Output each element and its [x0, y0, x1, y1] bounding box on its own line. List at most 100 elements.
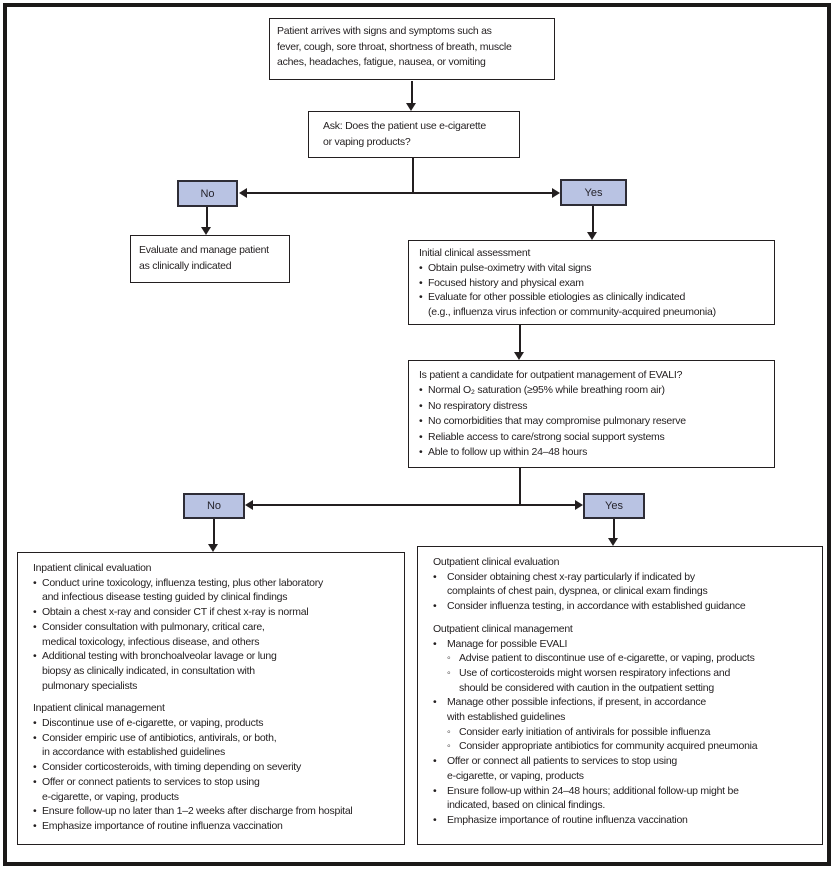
list-item-text: Manage other possible infections, if pre… [447, 696, 706, 724]
flow-line [613, 519, 615, 539]
arrow-right-icon [552, 188, 560, 198]
list-item: • No comorbidities that may compromise p… [419, 414, 766, 429]
list-item-text: Offer or connect patients to services to… [42, 775, 260, 803]
sub-bullet-icon: ◦ [447, 666, 451, 679]
sub-bullet-icon: ◦ [447, 740, 451, 753]
list-item-text: Ensure follow-up no later than 1–2 weeks… [42, 805, 353, 818]
list-item: • Ensure follow-up within 24–48 hours; a… [433, 784, 814, 813]
flow-line [411, 81, 413, 104]
bullet-icon: • [433, 755, 437, 768]
bullet-icon: • [433, 570, 437, 583]
list-item-text: Able to follow up within 24–48 hours [428, 446, 588, 459]
list-item-text: Focused history and physical exam [428, 276, 584, 289]
arrow-down-icon [514, 352, 524, 360]
flow-line [213, 519, 215, 545]
arrow-left-icon [239, 188, 247, 198]
bullet-icon: • [419, 261, 423, 274]
list-item: • Additional testing with bronchoalveola… [33, 649, 396, 693]
bullet-icon: • [33, 805, 37, 818]
bullet-icon: • [433, 696, 437, 709]
bullet-icon: • [419, 276, 423, 289]
bullet-icon: • [33, 731, 37, 744]
list-item: • Obtain pulse-oximetry with vital signs [419, 261, 766, 276]
bullet-icon: • [433, 784, 437, 797]
outpatient-management-title: Outpatient clinical management [433, 622, 573, 635]
bullet-icon: • [419, 291, 423, 304]
inpatient-box: Inpatient clinical evaluation • Conduct … [17, 552, 405, 845]
initial-assessment-box: Initial clinical assessment • Obtain pul… [408, 240, 775, 325]
outpatient-box: Outpatient clinical evaluation • Conside… [417, 546, 823, 845]
list-item-text: Emphasize importance of routine influenz… [42, 819, 283, 832]
sub-list-item-text: Use of corticosteroids might worsen resp… [459, 666, 731, 694]
list-item: • Emphasize importance of routine influe… [433, 813, 814, 828]
list-item: • Offer or connect all patients to servi… [433, 754, 814, 783]
arrow-down-icon [201, 227, 211, 235]
initial-assessment-title: Initial clinical assessment [419, 247, 531, 259]
list-item: • Manage other possible infections, if p… [433, 695, 814, 724]
bullet-icon: • [419, 415, 423, 428]
list-item-text: Obtain pulse-oximetry with vital signs [428, 261, 592, 274]
decision-no-2: No [183, 493, 245, 519]
list-item: • Consider corticosteroids, with timing … [33, 760, 396, 775]
list-item-text: Obtain a chest x-ray and consider CT if … [42, 606, 309, 619]
flow-line [519, 468, 521, 505]
bullet-icon: • [419, 430, 423, 443]
list-item: • Consider obtaining chest x-ray particu… [433, 570, 814, 599]
list-item-text: Consider empiric use of antibiotics, ant… [42, 731, 277, 759]
sub-list-item-text: Consider early initiation of antivirals … [459, 725, 711, 738]
arrow-down-icon [208, 544, 218, 552]
list-item-text: Normal O₂ saturation (≥95% while breathi… [428, 384, 665, 397]
sub-list-item: ◦ Consider appropriate antibiotics for c… [447, 739, 814, 754]
arrow-down-icon [608, 538, 618, 546]
candidate-title: Is patient a candidate for outpatient ma… [419, 369, 683, 381]
bullet-icon: • [33, 775, 37, 788]
sub-bullet-icon: ◦ [447, 652, 451, 665]
decision-yes-1-label: Yes [584, 186, 603, 199]
list-item-text: Evaluate for other possible etiologies a… [428, 291, 716, 319]
list-item: • Focused history and physical exam [419, 276, 766, 291]
list-item-text: Reliable access to care/strong social su… [428, 430, 665, 443]
decision-yes-2: Yes [583, 493, 645, 519]
decision-no-1: No [177, 180, 238, 207]
inpatient-management-title: Inpatient clinical management [33, 702, 165, 715]
list-item-text: Manage for possible EVALI [447, 637, 568, 650]
list-item-text: Consider influenza testing, in accordanc… [447, 600, 746, 613]
list-item: • Able to follow up within 24–48 hours [419, 445, 766, 460]
list-item-text: No comorbidities that may compromise pul… [428, 415, 686, 428]
list-item: • Discontinue use of e-cigarette, or vap… [33, 716, 396, 731]
decision-yes-2-label: Yes [605, 500, 623, 512]
sub-bullet-icon: ◦ [447, 725, 451, 738]
list-item: • Reliable access to care/strong social … [419, 430, 766, 445]
bullet-icon: • [33, 606, 37, 619]
evaluate-box-text: Evaluate and manage patient as clinicall… [139, 244, 269, 272]
list-item: • Ensure follow-up no later than 1–2 wee… [33, 804, 396, 819]
arrow-down-icon [406, 103, 416, 111]
bullet-icon: • [419, 446, 423, 459]
bullet-icon: • [433, 600, 437, 613]
bullet-icon: • [33, 650, 37, 663]
decision-no-1-label: No [200, 187, 215, 200]
bullet-icon: • [33, 717, 37, 730]
flow-line [592, 206, 594, 232]
bullet-icon: • [33, 761, 37, 774]
figure-border [3, 3, 831, 866]
sub-list-item: ◦ Use of corticosteroids might worsen re… [447, 666, 814, 695]
bullet-icon: • [33, 819, 37, 832]
list-item-text: No respiratory distress [428, 399, 528, 412]
bullet-icon: • [433, 813, 437, 826]
list-item: • Consider influenza testing, in accorda… [433, 599, 814, 614]
bullet-icon: • [419, 399, 423, 412]
list-item-text: Consider obtaining chest x-ray particula… [447, 570, 708, 598]
bullet-icon: • [433, 637, 437, 650]
evaluate-box: Evaluate and manage patient as clinicall… [130, 235, 290, 283]
list-item: • Consider empiric use of antibiotics, a… [33, 731, 396, 760]
list-item-text: Consider consultation with pulmonary, cr… [42, 620, 265, 648]
start-box: Patient arrives with signs and symptoms … [269, 18, 555, 80]
sub-list-item: ◦ Consider early initiation of antiviral… [447, 725, 814, 740]
sub-list-item: ◦ Advise patient to discontinue use of e… [447, 651, 814, 666]
ask-box: Ask: Does the patient use e-cigarette or… [308, 111, 520, 158]
list-item-text: Offer or connect all patients to service… [447, 755, 678, 782]
flow-line [206, 207, 208, 228]
outpatient-evaluation-title: Outpatient clinical evaluation [433, 556, 560, 568]
